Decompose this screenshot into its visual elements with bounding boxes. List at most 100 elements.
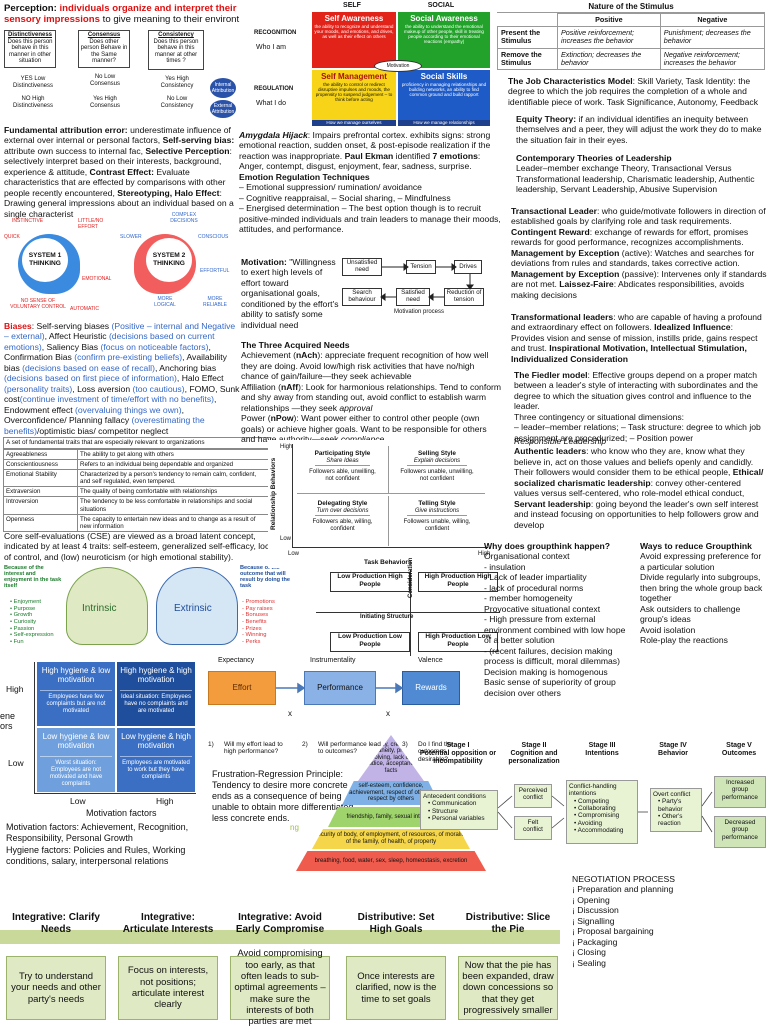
valence-question: Do I find the outcomes desirable? [418,741,454,763]
herzberg-cell-title: Low hygiene & low motivation [42,732,110,751]
ei-social-header: SOCIAL [427,2,455,9]
style-followers: Followers unable, willing, confident [403,519,471,533]
s1-tag: NO SENSE OF VOLUNTARY CONTROL [10,298,66,311]
extrinsic-item: - Pay raises [242,605,273,612]
maslow-self-actualization: morality, creativity, spontaneity, probl… [358,735,424,781]
groupthink-remedy: Ask outsiders to challenge group's ideas [640,603,741,625]
bias-segment: (Positive – internal and Negative – exte… [4,321,236,342]
herzberg-x-low: Low [70,796,86,806]
consensus-yes: No Low Consensus [89,74,121,88]
ohio-y-label: Consideration [408,557,414,598]
style-sub: Give instructions [407,508,467,517]
situational-high: High [280,444,293,450]
system-thinking-graphic: SYSTEM 1 THINKING SYSTEM 2 THINKING INST… [4,212,240,318]
trait-description: Characterized by a person's tendency to … [77,469,271,488]
social-skills-cell: Social Skills proficiency in managing re… [398,70,490,120]
intrinsic-item: • Curiosity [10,618,37,625]
groupthink-remedy: Avoid expressing preference for a partic… [640,551,762,572]
times-sign: x [386,709,390,718]
fiedler-text: The Fiedler model: Effective groups depe… [514,370,761,443]
consistency-box: Consistency Does this person behave in t… [148,30,204,70]
ei-what: What I do [256,100,286,107]
extrinsic-note: Because of the outcome that will result … [240,565,291,590]
groupthink-cause: - insulation [484,561,526,572]
extrinsic-item: - Prizes [242,625,262,632]
maslow-pyramid: morality, creativity, spontaneity, probl… [286,735,486,871]
jcm-text: The Job Characteristics Model: Skill Var… [508,76,758,107]
negotiation-stage-body: Focus on interests, not positions; artic… [118,956,218,1020]
negotiation-stage-body: Now that the pie has been expanded, draw… [458,956,558,1020]
expectancy-header: Expectancy [218,657,255,664]
situational-x-high: High [478,551,491,557]
style-followers: Followers able, willing, confident [312,519,373,533]
intrinsic-item: • Fun [10,638,24,645]
distinctiveness-question: Does this person behave in this manner i… [7,38,53,65]
q-number: 1) [208,741,214,748]
style-followers: Followers able, unwilling, not confident [309,469,376,483]
social-awareness-cell: Social Awareness the ability to understa… [398,12,490,68]
herzberg-y-axis-label: ene ors [0,711,16,731]
intrinsic-item: • Growth [10,612,33,619]
herzberg-cell-desc: Employees are motivated to work but they… [120,756,192,781]
bias-segment: (focus on noticeable factors) [100,341,209,352]
s2-tag: COMPLEX DECISIONS [170,212,198,225]
style-sub: Explain decisions [407,458,467,467]
style-title: Participating Style [314,450,371,457]
bias-segment: (decisions based on first piece of infor… [4,373,177,384]
ei-who: Who I am [256,44,286,51]
style-title: Telling Style [418,500,456,507]
negotiation-stage-header: Distributive: Set High Goals [357,912,435,935]
style-followers: Followers unable, unwilling, not confide… [400,469,474,483]
negotiation-stage-header: Integrative: Clarify Needs [12,912,100,935]
negotiation-step: ¡ Packaging [572,936,618,947]
intention-item: • Avoiding [574,819,603,827]
intention-item: • Collaborating [574,805,616,813]
groupthink-remedy: Divide regularly into subgroups, then br… [640,572,763,604]
extrinsic-item: - Benefits [242,618,267,625]
trait-description: The ability to get along with others [77,448,271,460]
decreased-performance-box: Decreased group performance [714,816,766,848]
negotiation-stage-body: Avoid compromising too early, as that of… [230,948,330,1027]
bias-segment: , Loss aversion [72,383,133,394]
s1-tag: INSTINCTIVE [12,218,44,224]
negotiation-stage-header: Integrative: Articulate Interests [122,912,214,935]
negotiation-process-title: NEGOTIATION PROCESS [572,874,675,884]
s1-tag: QUICK [4,234,20,240]
instrumentality-question: Will performance lead to outcomes? [318,741,381,756]
distinctiveness-yes: YES Low Distinctiveness [12,76,53,90]
negotiation-step: ¡ Sealing [572,957,606,968]
groupthink-remedy: Avoid isolation [640,624,696,635]
system2-label: SYSTEM 2 THINKING [146,238,192,282]
s2-tag: CONSCIOUS [198,234,229,240]
situational-y-label: Relationship Behaviors [270,457,277,530]
herzberg-cell-title: High hygiene & high motivation [120,666,192,685]
herzberg-cell-title: High hygiene & low motivation [41,666,111,685]
groupthink-remedy: Role-play the reactions [640,635,728,646]
consistency-question: Does this person behave in this manner a… [153,38,199,65]
ohio-x-label: Initiating Structure [360,614,414,620]
motivation-arrows [380,263,474,301]
situational-leadership-chart: Relationship Behaviors High Low Particip… [268,440,504,568]
bias-segment: , Affect Heuristic [44,331,109,342]
trait-name: Extraversion [3,486,78,498]
trait-description: The tendency to be less comfortable in r… [77,496,271,515]
groupthink-cause: Decision making is homogenous [484,666,608,677]
extrinsic-item: - Perks [242,638,261,645]
biases-label: Biases [4,321,32,331]
trait-name: Agreeableness [3,448,78,460]
hygiene-factors-text: Hygiene factors: Policies and Rules, Wor… [6,845,186,866]
intrinsic-head-icon [66,567,148,645]
frustration-regression-text: Frustration-Regression Principle: Tenden… [212,769,356,823]
external-attribution-badge: External Attribution [210,100,236,118]
intrinsic-item: • Self-expression [10,632,54,639]
intrinsic-item: • Passion [10,625,35,632]
equity-text: Equity Theory: if an individual identifi… [516,114,762,145]
